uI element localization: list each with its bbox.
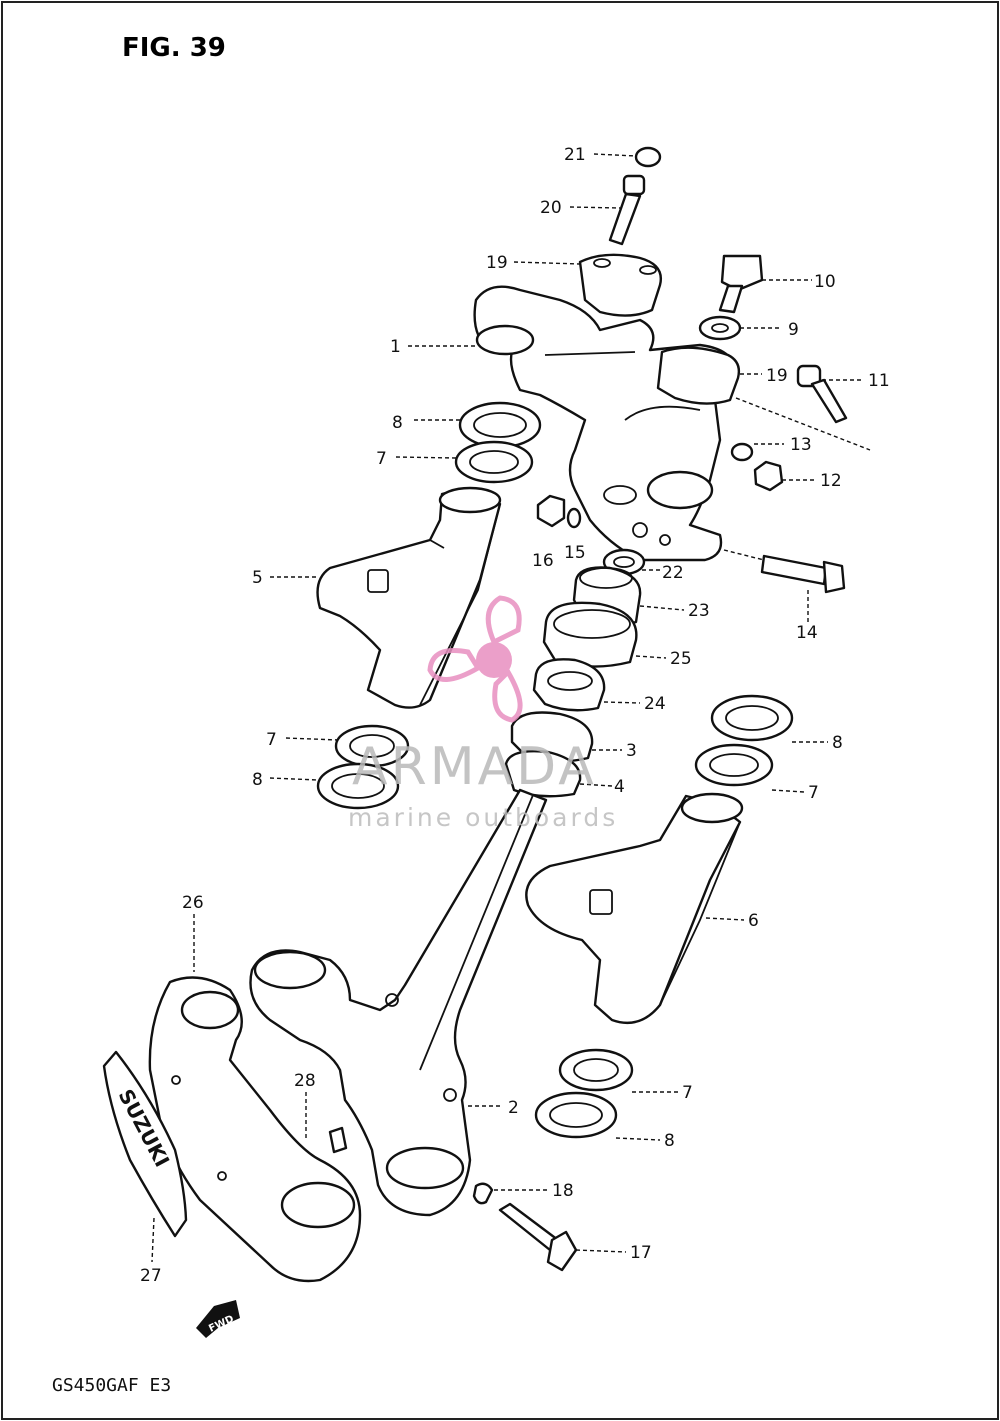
callout-5: 5 xyxy=(252,568,263,588)
fwd-arrow-icon: FWD xyxy=(196,1300,240,1338)
bolt-20 xyxy=(608,174,646,246)
callout-9: 9 xyxy=(788,320,799,340)
figure-title: FIG. 39 xyxy=(122,33,226,63)
watermark-name: ARMADA xyxy=(352,737,597,797)
callout-8-mid-right: 8 xyxy=(832,733,843,753)
ring-8-mid-left xyxy=(316,762,400,810)
callout-2: 2 xyxy=(508,1098,519,1118)
clamp-18 xyxy=(472,1182,494,1205)
callout-3: 3 xyxy=(626,741,637,761)
callout-11: 11 xyxy=(868,371,890,391)
ring-8-lower-right xyxy=(534,1091,618,1139)
callout-26: 26 xyxy=(182,893,204,913)
callout-19-lower: 19 xyxy=(766,366,788,386)
callout-14: 14 xyxy=(796,623,818,643)
callout-15: 15 xyxy=(564,543,586,563)
washer-15 xyxy=(566,507,582,529)
bolt-14 xyxy=(760,554,846,594)
headlight-bracket-left xyxy=(316,486,502,709)
clip-28 xyxy=(328,1126,348,1154)
ring-7-lower-right xyxy=(558,1048,634,1092)
nut-12 xyxy=(753,460,784,492)
callout-23: 23 xyxy=(688,601,710,621)
callout-6: 6 xyxy=(748,911,759,931)
callout-21: 21 xyxy=(564,145,586,165)
washer-13 xyxy=(730,442,754,462)
ring-7-mid-right xyxy=(694,743,774,787)
ring-7-upper-left xyxy=(454,440,534,484)
callout-13: 13 xyxy=(790,435,812,455)
callout-28: 28 xyxy=(294,1071,316,1091)
headlight-bracket-right xyxy=(525,792,744,1025)
propeller-logo-icon xyxy=(427,595,523,723)
callout-8-upper-left: 8 xyxy=(392,413,403,433)
ring-8-upper-left xyxy=(458,401,542,449)
callout-4: 4 xyxy=(614,777,625,797)
callout-8-lower-right: 8 xyxy=(664,1131,675,1151)
callout-7-mid-left: 7 xyxy=(266,730,277,750)
callout-19-upper: 19 xyxy=(486,253,508,273)
callout-8-mid-left: 8 xyxy=(252,770,263,790)
callout-22: 22 xyxy=(662,563,684,583)
handlebar-clamp-upper xyxy=(578,253,662,317)
callout-7-lower-right: 7 xyxy=(682,1083,693,1103)
callouts: 21 20 19 1 10 9 19 11 13 12 8 7 16 15 22… xyxy=(140,145,890,1286)
callout-20: 20 xyxy=(540,198,562,218)
callout-1: 1 xyxy=(390,337,401,357)
bolt-10 xyxy=(718,254,764,314)
ring-7-mid-left xyxy=(334,724,410,768)
callout-17: 17 xyxy=(630,1243,652,1263)
bolt-11 xyxy=(796,364,848,424)
handlebar-clamp-lower xyxy=(656,346,741,405)
callout-16: 16 xyxy=(532,551,554,571)
callout-7-mid-right: 7 xyxy=(808,783,819,803)
callout-10: 10 xyxy=(814,272,836,292)
callout-7-upper-left: 7 xyxy=(376,449,387,469)
callout-18: 18 xyxy=(552,1181,574,1201)
washer-9 xyxy=(698,315,742,341)
ring-8-mid-right xyxy=(710,694,794,742)
bolt-17 xyxy=(498,1202,578,1272)
nut-16 xyxy=(536,494,566,528)
callout-12: 12 xyxy=(820,471,842,491)
callout-24: 24 xyxy=(644,694,666,714)
bearing-24 xyxy=(532,658,606,712)
lower-bracket-steering-stem xyxy=(249,788,548,1217)
callout-25: 25 xyxy=(670,649,692,669)
watermark: ARMADA marine outboards xyxy=(348,595,618,832)
cap-21 xyxy=(634,146,662,168)
leader-lines xyxy=(151,153,871,1263)
callout-27: 27 xyxy=(140,1266,162,1286)
watermark-tagline: marine outboards xyxy=(348,803,618,832)
dust-seal-25 xyxy=(542,601,638,668)
model-code: GS450GAF E3 xyxy=(52,1375,171,1396)
